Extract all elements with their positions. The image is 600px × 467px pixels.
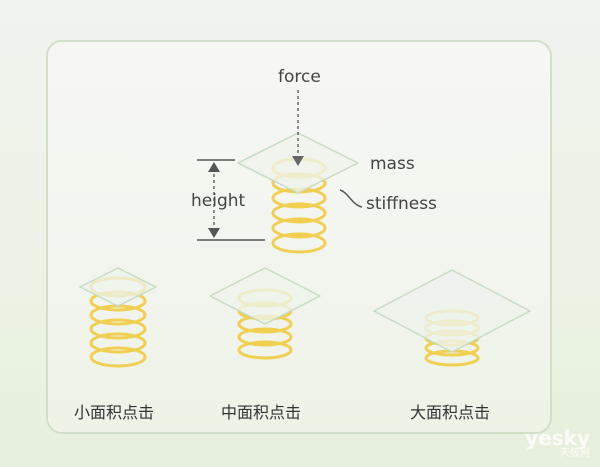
watermark-sub: 天极网 bbox=[560, 448, 590, 459]
caption-small-area: 小面积点击 bbox=[74, 403, 155, 422]
caption-medium-area: 中面积点击 bbox=[221, 403, 302, 422]
watermark-brand: yesky bbox=[525, 426, 590, 450]
height-arrow-up bbox=[208, 162, 220, 172]
force-label: force bbox=[278, 67, 321, 87]
watermark-logo: yesky 天极网 bbox=[525, 428, 590, 459]
small-plate bbox=[79, 267, 157, 307]
caption-large-area: 大面积点击 bbox=[410, 403, 491, 422]
force-arrow-head bbox=[292, 156, 304, 166]
stiffness-label: stiffness bbox=[366, 194, 437, 214]
stiffness-leader bbox=[339, 189, 363, 208]
height-label: height bbox=[191, 191, 246, 211]
height-arrow-down bbox=[208, 228, 220, 238]
mass-label: mass bbox=[370, 154, 415, 174]
large-plate bbox=[373, 269, 531, 353]
medium-plate bbox=[209, 267, 321, 325]
